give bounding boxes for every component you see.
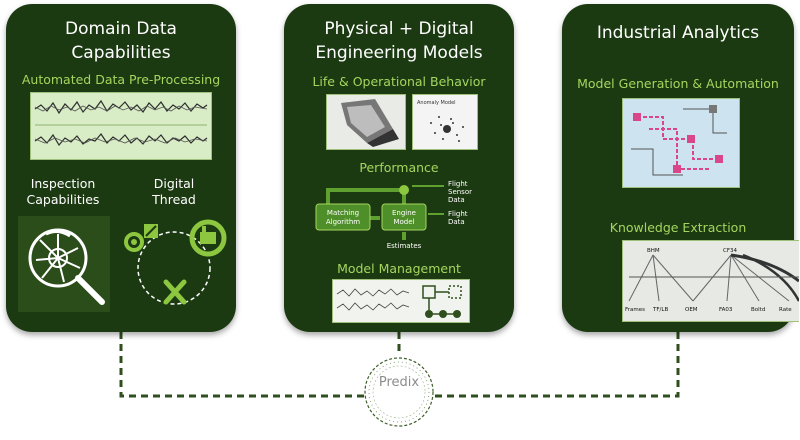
engine-model-line2: Model xyxy=(393,218,414,226)
kg-node-oem: OEM xyxy=(685,307,698,313)
performance-label: Performance xyxy=(359,160,439,175)
panel-title-line2: Capabilities xyxy=(71,43,171,63)
anomaly-model-label: Anomaly Model xyxy=(417,100,456,106)
anomaly-scatter: Anomaly Model xyxy=(417,100,464,142)
kg-node-tflb: TF/LB xyxy=(652,307,668,313)
inspection-label-line1: Inspection xyxy=(30,176,96,191)
inspection-label-line2: Capabilities xyxy=(26,192,100,207)
panel-title-line1: Domain Data xyxy=(65,19,177,39)
matching-algorithm-line2: Algorithm xyxy=(326,218,360,226)
engine-model-line1: Engine xyxy=(392,209,416,217)
gear-icon xyxy=(124,232,144,252)
model-management-label: Model Management xyxy=(337,261,461,276)
right-connector xyxy=(433,332,680,398)
life-operational-label: Life & Operational Behavior xyxy=(312,74,486,89)
knowledge-extraction-label: Knowledge Extraction xyxy=(609,220,747,235)
left-connector xyxy=(119,332,366,398)
performance-diagram: Matching Algorithm Engine Model Estimate… xyxy=(315,180,472,250)
life-model-image xyxy=(326,94,406,150)
panel-title: Industrial Analytics xyxy=(596,23,760,43)
engineering-models-panel: Physical + Digital Engineering Models Li… xyxy=(284,4,514,332)
predix-label: Predix xyxy=(378,375,420,390)
predix-hub: Predix xyxy=(361,354,437,430)
model-management-image xyxy=(332,279,470,323)
panel-title-line2: Engineering Models xyxy=(315,43,483,63)
model-generation-label: Model Generation & Automation xyxy=(577,76,779,91)
digital-thread-label-line2: Thread xyxy=(152,192,196,207)
blade-render xyxy=(341,99,399,147)
kg-node-bhm: BHM xyxy=(647,248,660,254)
factory-gear-icon xyxy=(189,219,227,257)
kg-node-rate: Rate xyxy=(779,307,792,313)
inspection-image xyxy=(18,216,110,312)
kg-node-frames: Frames xyxy=(625,307,645,313)
flight-data-line1: Flight xyxy=(448,210,468,218)
domain-data-panel: Domain Data Capabilities Automated Data … xyxy=(6,4,236,332)
flight-sensor-line2: Sensor xyxy=(448,188,472,196)
knowledge-graph-image: BHM CF34 Frames TF/LB OEM FA03 Boltd Rat… xyxy=(622,240,799,322)
flight-data-line2: Data xyxy=(448,218,465,226)
matching-algorithm-line1: Matching xyxy=(327,209,359,217)
flight-sensor-line1: Flight xyxy=(448,180,468,188)
data-preprocessing-label: Automated Data Pre-Processing xyxy=(21,72,221,87)
estimates-label: Estimates xyxy=(387,242,422,250)
anomaly-model-image: Anomaly Model xyxy=(412,94,478,150)
tools-icon xyxy=(144,224,158,238)
digital-thread-graphic xyxy=(124,219,227,305)
kg-node-boltd: Boltd xyxy=(751,307,765,313)
timeseries-plot xyxy=(34,99,208,147)
wrench-hammer-icon xyxy=(163,279,187,305)
model-generation-image xyxy=(622,98,740,188)
model-management-graphic xyxy=(336,285,462,318)
kg-node-fa03: FA03 xyxy=(719,307,733,313)
industrial-analytics-panel: Industrial Analytics Model Generation & … xyxy=(562,4,799,332)
panel-title-line1: Physical + Digital xyxy=(324,19,474,39)
model-generation-graph xyxy=(631,105,727,176)
timeseries-image xyxy=(30,92,212,160)
flight-sensor-line3: Data xyxy=(448,196,465,204)
predix-logo-ring xyxy=(364,357,434,427)
digital-thread-label-line1: Digital xyxy=(153,176,195,191)
kg-node-cf34: CF34 xyxy=(723,248,738,254)
magnifier-fan-icon xyxy=(28,228,105,305)
knowledge-graph: BHM CF34 Frames TF/LB OEM FA03 Boltd Rat… xyxy=(625,248,799,313)
